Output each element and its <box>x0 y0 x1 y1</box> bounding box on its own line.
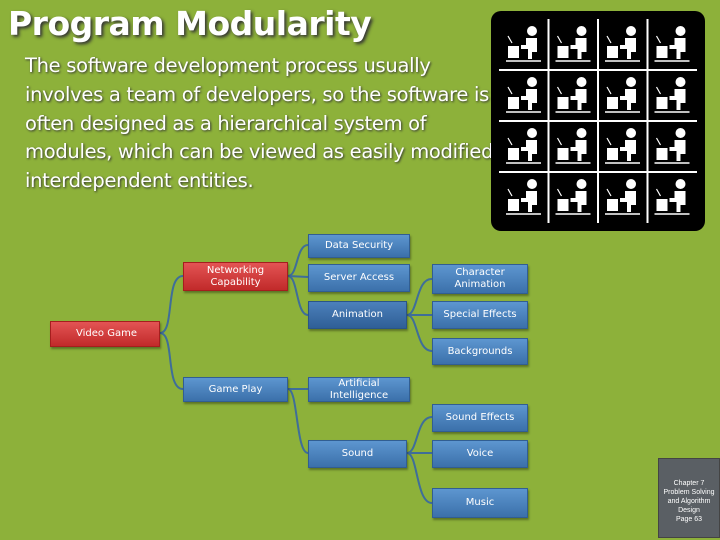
connector-networking-animation <box>287 275 309 316</box>
node-animation: Animation <box>308 301 407 329</box>
connector-networking-datasecurity <box>287 244 309 277</box>
chapter-footer-text: Chapter 7 Problem Solving and Algorithm … <box>659 479 719 524</box>
developer-icon <box>555 179 591 215</box>
connector-sound-music <box>406 452 433 504</box>
developer-icon <box>555 128 591 164</box>
node-voice: Voice <box>432 440 528 468</box>
developer-icon <box>555 26 591 62</box>
developer-team-icon <box>491 11 705 231</box>
developer-icon <box>605 26 640 62</box>
developer-icon <box>555 77 591 113</box>
connector-root-networking <box>159 275 184 334</box>
node-data-security: Data Security <box>308 234 410 258</box>
developer-icon <box>506 77 541 113</box>
connector-root-gameplay <box>159 332 184 390</box>
connector-animation-backgrounds <box>406 314 433 352</box>
developer-icon <box>506 179 541 215</box>
footer-book-title: Problem Solving and Algorithm Design <box>663 489 715 514</box>
node-music: Music <box>432 488 528 518</box>
connector-networking-serveraccess <box>287 275 309 278</box>
footer-chapter: Chapter 7 <box>673 480 705 487</box>
developer-icon <box>654 77 690 113</box>
connector-sound-soundfx <box>406 416 433 454</box>
developer-icon <box>654 26 690 62</box>
node-artificial-intelligence: Artificial Intelligence <box>308 377 410 402</box>
slide-title: Program Modularity <box>8 4 372 43</box>
connector-animation-character <box>406 277 433 316</box>
developer-icon <box>654 179 690 215</box>
developer-grid-graphic <box>499 19 697 223</box>
connector-gameplay-sound <box>287 388 309 454</box>
slide-body-text: The software development process usually… <box>25 54 494 193</box>
node-video-game: Video Game <box>50 321 160 347</box>
developer-icon <box>506 26 541 62</box>
node-character-animation: Character Animation <box>432 264 528 294</box>
node-sound-effects: Sound Effects <box>432 404 528 432</box>
developer-icon <box>605 179 640 215</box>
developer-icon <box>654 128 690 164</box>
developer-icon <box>506 128 541 164</box>
node-backgrounds: Backgrounds <box>432 338 528 365</box>
chapter-footer-badge: Chapter 7 Problem Solving and Algorithm … <box>658 458 720 538</box>
node-server-access: Server Access <box>308 264 410 292</box>
node-game-play: Game Play <box>183 377 288 402</box>
node-networking-capability: Networking Capability <box>183 262 288 291</box>
footer-page: Page 63 <box>675 516 703 523</box>
developer-icon <box>605 128 640 164</box>
node-sound: Sound <box>308 440 407 468</box>
node-special-effects: Special Effects <box>432 301 528 329</box>
developer-icon <box>605 77 640 113</box>
